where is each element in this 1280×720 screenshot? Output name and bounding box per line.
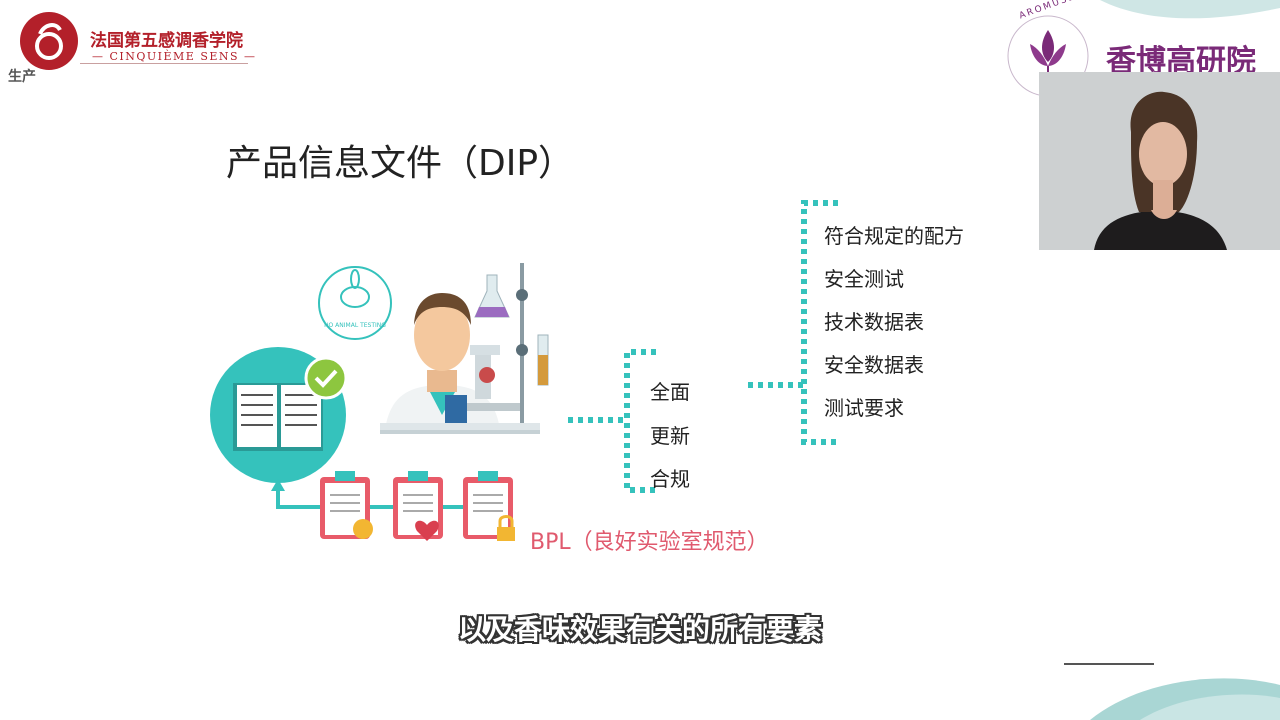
section-label: 生产	[8, 69, 36, 85]
right-item-safety-test: 安全测试	[824, 267, 904, 291]
right-item-test-requirements: 测试要求	[824, 396, 904, 420]
logo-divider	[80, 63, 248, 64]
right-item-formula: 符合规定的配方	[824, 224, 964, 248]
iris-flower-icon	[1007, 15, 1089, 97]
lab-equipment-icon	[445, 263, 549, 425]
video-subtitle: 以及香味效果有关的所有要素	[457, 613, 822, 646]
presenter-image	[1039, 72, 1280, 250]
check-icon	[304, 356, 348, 400]
bpl-label: BPL（良好实验室规范）	[530, 530, 769, 555]
right-item-tech-sheet: 技术数据表	[824, 310, 924, 334]
school-name: 法国第五感调香学院	[90, 31, 243, 51]
school-logo: 法国第五感调香学院 — CINQUIÈME SENS —	[18, 10, 258, 100]
slide-title: 产品信息文件（DIP）	[226, 143, 575, 184]
decorative-wave-top	[1100, 0, 1280, 19]
clipboard-icon-3	[463, 471, 515, 541]
badge-label: NO ANIMAL TESTING	[324, 322, 386, 329]
no-animal-testing-icon	[318, 266, 392, 340]
lab-illustration: NO ANIMAL TESTING	[210, 263, 549, 541]
clipboard-icon-1	[320, 471, 373, 539]
mid-item-compliant: 合规	[650, 467, 690, 491]
dotted-connectors	[568, 200, 838, 493]
clipboard-icon-2	[393, 471, 443, 541]
bottom-divider	[1064, 663, 1154, 665]
decorative-wave-bottom	[1090, 678, 1280, 720]
brand-logo: AROMUSEUM 香博高研院	[1000, 0, 1280, 97]
school-subtitle: — CINQUIÈME SENS —	[92, 50, 257, 63]
logo-emblem-icon	[20, 12, 78, 70]
scientist-icon	[385, 293, 500, 430]
right-item-safety-sheet: 安全数据表	[824, 353, 924, 377]
presenter-webcam[interactable]	[1039, 72, 1280, 250]
mid-item-comprehensive: 全面	[650, 380, 690, 404]
mid-item-updated: 更新	[650, 424, 690, 448]
